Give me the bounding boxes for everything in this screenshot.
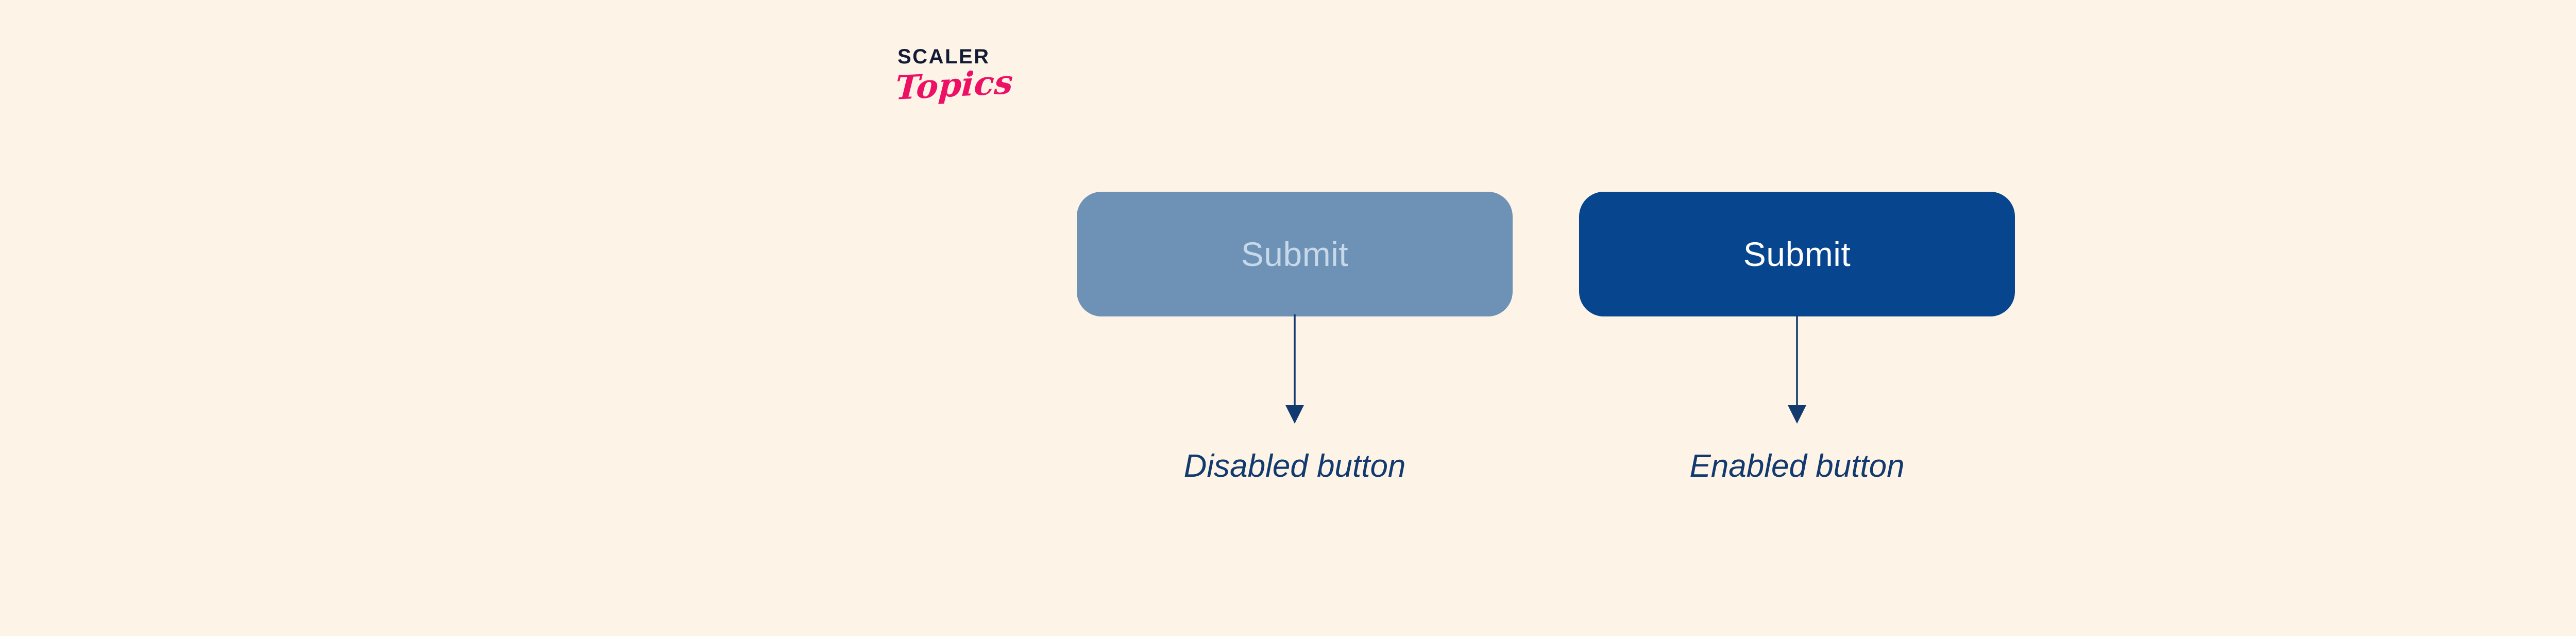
submit-button-disabled-label: Submit (1241, 235, 1349, 273)
arrow-down-icon-disabled (1285, 314, 1304, 424)
caption-enabled-button: Enabled button (1689, 448, 1905, 484)
scaler-topics-logo: SCALER Topics (894, 45, 1018, 128)
submit-button-enabled[interactable]: Submit (1579, 192, 2015, 316)
caption-disabled-button: Disabled button (1183, 448, 1406, 484)
logo-script-topics: Topics (894, 63, 1014, 108)
logo-wordmark: SCALER (897, 45, 990, 68)
submit-button-disabled[interactable]: Submit (1077, 192, 1513, 316)
submit-button-enabled-label: Submit (1743, 235, 1851, 273)
arrow-down-icon-enabled (1788, 314, 1806, 424)
